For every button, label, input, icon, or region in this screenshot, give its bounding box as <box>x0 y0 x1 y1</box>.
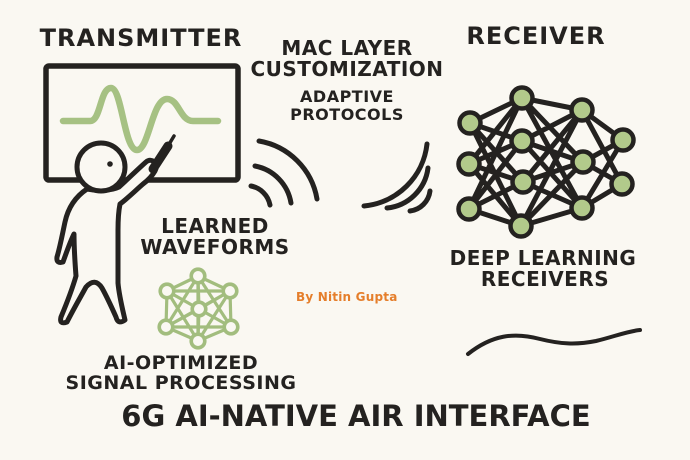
author-credit: By Nitin Gupta <box>296 290 398 304</box>
mac-layer-label-line1: MAC LAYER <box>281 36 413 60</box>
learned-waveforms-label-line1: LEARNED <box>161 214 269 238</box>
deep-learning-receivers-label-line1: DEEP LEARNING <box>449 246 637 270</box>
signal-waves-right-icon <box>361 141 433 214</box>
presenter-figure <box>54 134 176 326</box>
graph-network-nodes <box>157 267 240 350</box>
page-title: 6G AI-NATIVE AIR INTERFACE <box>121 399 591 433</box>
marker-pen-icon <box>148 134 176 174</box>
neural-network-nodes <box>456 85 636 239</box>
deep-learning-receivers-label-line2: RECEIVERS <box>480 267 610 291</box>
ai-optimized-label-line1: AI-OPTIMIZED <box>103 352 259 374</box>
neural-network-edges <box>466 95 626 229</box>
presenter-head <box>74 140 128 194</box>
signal-waves-left-icon <box>248 138 320 208</box>
ai-optimized-label-line2: SIGNAL PROCESSING <box>65 372 297 394</box>
transmitter-heading: TRANSMITTER <box>39 24 243 52</box>
adaptive-protocols-label-line2: PROTOCOLS <box>290 105 404 124</box>
receiver-heading: RECEIVER <box>466 22 606 50</box>
waveform-icon <box>59 84 222 154</box>
squiggle-underline <box>466 328 642 356</box>
mac-layer-label-line2: CUSTOMIZATION <box>250 57 444 81</box>
graph-network-icon <box>157 267 240 350</box>
adaptive-protocols-label-line1: ADAPTIVE <box>300 87 394 106</box>
presenter-eye <box>107 161 113 167</box>
neural-network-icon <box>456 85 636 239</box>
learned-waveforms-label-line2: WAVEFORMS <box>140 235 290 259</box>
